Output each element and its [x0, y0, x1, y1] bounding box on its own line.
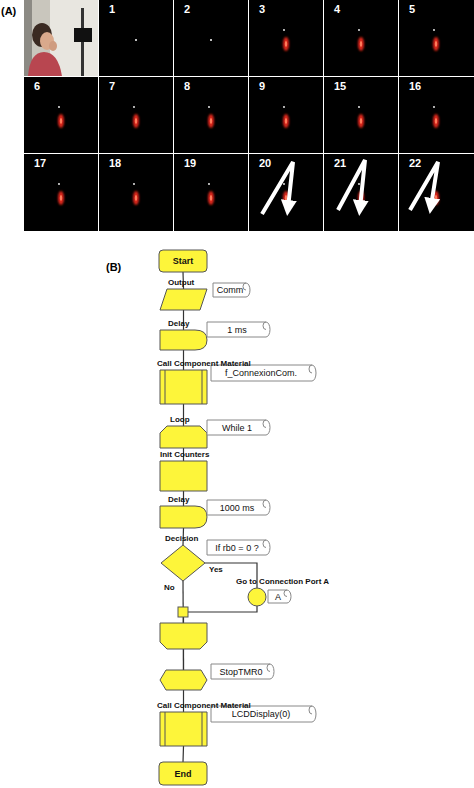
frame-number: 9 [259, 81, 265, 92]
panel-label: (A) [1, 6, 16, 17]
callout-outline [207, 540, 270, 555]
branch-label: Yes [209, 566, 223, 574]
icon-outline [160, 370, 207, 404]
callout-text: LCDDisplay(0) [211, 706, 311, 722]
icon-outline [161, 545, 205, 581]
frame-number: 6 [34, 81, 40, 92]
callout-text: StopTMR0 [211, 664, 271, 679]
branch-label: No [164, 584, 175, 592]
frame-number: 16 [409, 81, 421, 92]
start-terminal: Start [159, 250, 207, 272]
icon-outline [160, 506, 207, 528]
callout-text: f_ConnexionCom. [211, 365, 311, 381]
frame-number: 19 [184, 158, 196, 169]
callout-outline [207, 420, 270, 435]
icon-outline [160, 461, 207, 491]
frame-number: 8 [184, 81, 190, 92]
terminal-label: Start [159, 250, 207, 272]
callout-text: Comm [213, 283, 247, 297]
frame-number: 4 [334, 4, 340, 15]
frame-number: 5 [409, 4, 415, 15]
icon-outline [160, 426, 207, 448]
icon-shape [160, 370, 207, 404]
callout-outline [207, 500, 270, 515]
flow-connector [182, 746, 184, 762]
terminal-label: End [159, 762, 207, 785]
callout-outline [268, 590, 291, 603]
subject-photo [24, 0, 98, 76]
loop-end-icon [160, 623, 207, 649]
panel-label: (B) [106, 262, 121, 273]
icon-outline [160, 289, 207, 310]
icon-outline [159, 762, 207, 785]
end-terminal: End [159, 762, 207, 785]
connection-point: Go to Connection Port AA [248, 588, 266, 606]
icon-shape [160, 426, 207, 448]
callout-text: If rb0 = 0 ? [207, 540, 267, 555]
frame-number: 18 [109, 158, 121, 169]
delay-icon: Delay1 ms [160, 330, 207, 350]
callout-text: 1000 ms [207, 500, 267, 515]
callout-outline [213, 283, 250, 297]
frame-number: 21 [334, 158, 346, 169]
component-call-icon: Call Component MaterialLCDDisplay(0) [160, 712, 207, 746]
icon-outline [160, 670, 207, 690]
output-icon: OutputComm [160, 289, 207, 310]
icon-shape [160, 712, 207, 746]
callout-outline [207, 322, 270, 337]
callout-text: A [268, 590, 288, 603]
callout-text: 1 ms [207, 322, 267, 337]
icon-shape [160, 670, 207, 690]
icon-shape [161, 545, 205, 581]
frame-number: 3 [259, 4, 265, 15]
frame-number: 22 [409, 158, 421, 169]
frame-number: 7 [109, 81, 115, 92]
icon-heading: Init Counters [160, 449, 250, 460]
icon-shape [160, 506, 207, 528]
macro-icon: StopTMR0 [160, 670, 207, 690]
component-call-icon: Call Component Materialf_ConnexionCom. [160, 370, 207, 404]
frame-number: 1 [109, 4, 115, 15]
callout-outline [211, 664, 274, 679]
icon-heading: Delay [168, 318, 228, 329]
icon-outline [248, 588, 266, 606]
icon-shape [248, 588, 266, 606]
frame-number: 15 [334, 81, 346, 92]
icon-heading: Delay [168, 494, 228, 505]
loop-icon: LoopWhile 1 [160, 426, 207, 448]
callout-text: While 1 [207, 420, 267, 435]
icon-shape [160, 330, 207, 350]
icon-shape [160, 461, 207, 491]
icon-outline [160, 330, 207, 350]
video-frames [24, 0, 474, 231]
icon-outline [159, 250, 207, 272]
frame-number: 2 [184, 4, 190, 15]
delay-icon: Delay1000 ms [160, 506, 207, 528]
icon-heading: Loop [170, 414, 220, 425]
icon-heading: Decision [165, 533, 225, 544]
frame-number: 17 [34, 158, 46, 169]
calculation-box: Init Counters [160, 461, 207, 491]
icon-heading: Call Component Material [157, 358, 287, 369]
icon-heading: Go to Connection Port A [236, 576, 356, 587]
junction-square [178, 607, 188, 617]
icon-outline [160, 712, 207, 746]
decision-diamond: DecisionIf rb0 = 0 ? [161, 545, 205, 581]
frame-number: 20 [259, 158, 271, 169]
icon-shape [160, 289, 207, 310]
